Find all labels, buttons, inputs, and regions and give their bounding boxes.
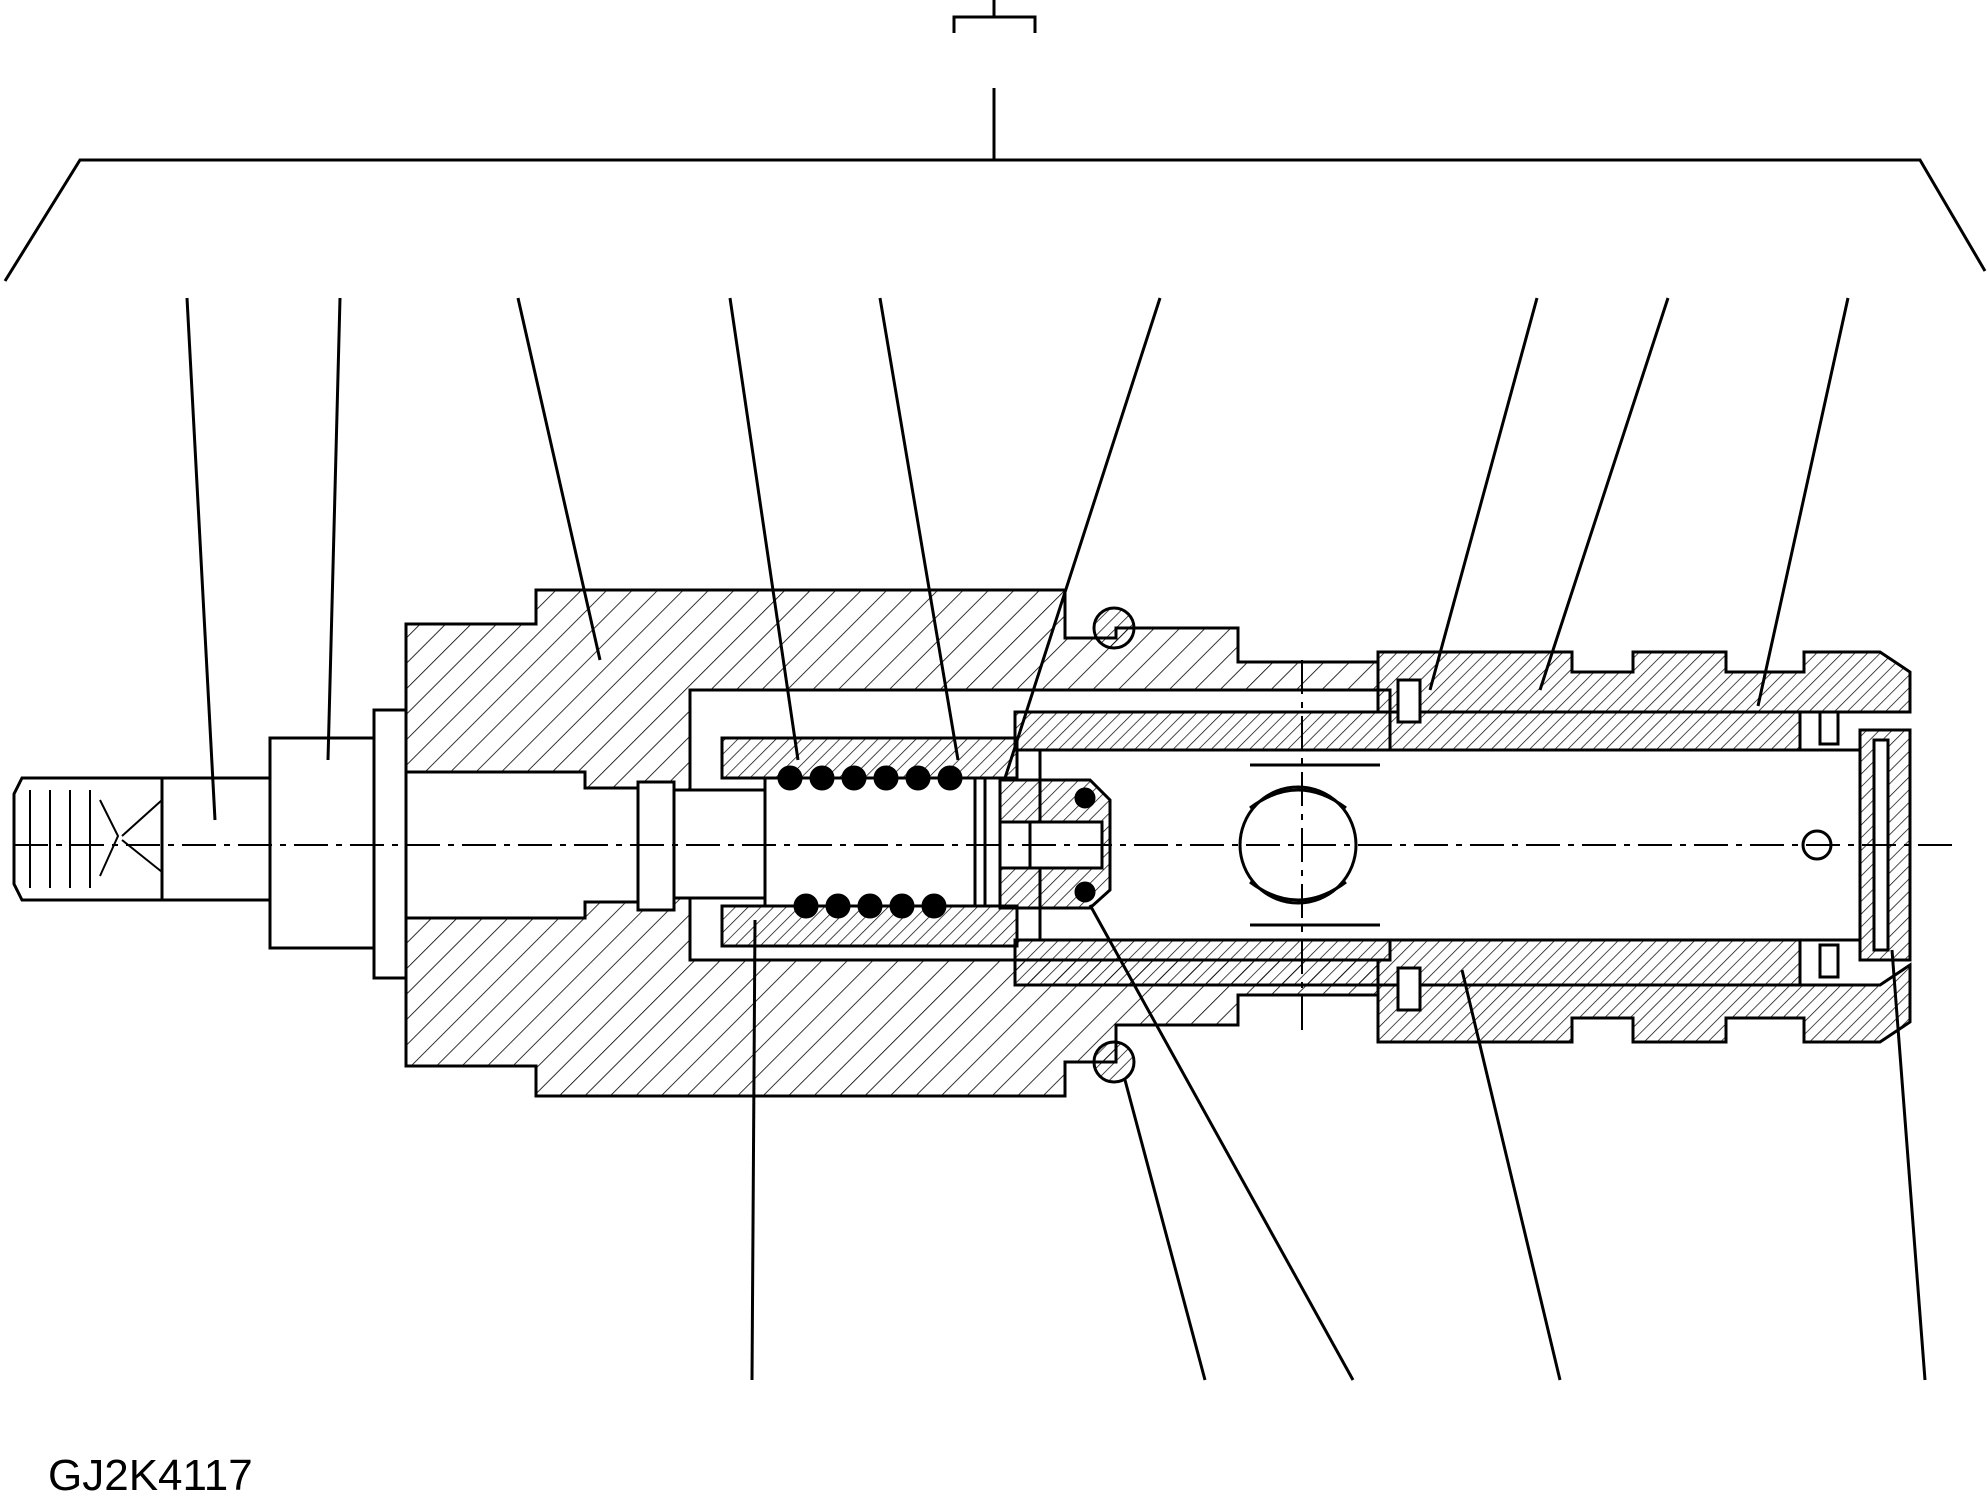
spline-teeth — [29, 790, 163, 888]
spring-coils — [777, 765, 963, 919]
o-rings — [1092, 606, 1136, 1084]
cross-port — [1238, 763, 1380, 927]
sleeve-assembly — [1013, 650, 1912, 1044]
leader-lines — [185, 297, 1927, 1381]
centerlines — [14, 660, 1960, 1030]
assembly-bracket — [3, 0, 1987, 282]
figure-code: GJ2K4117 — [48, 1451, 253, 1500]
